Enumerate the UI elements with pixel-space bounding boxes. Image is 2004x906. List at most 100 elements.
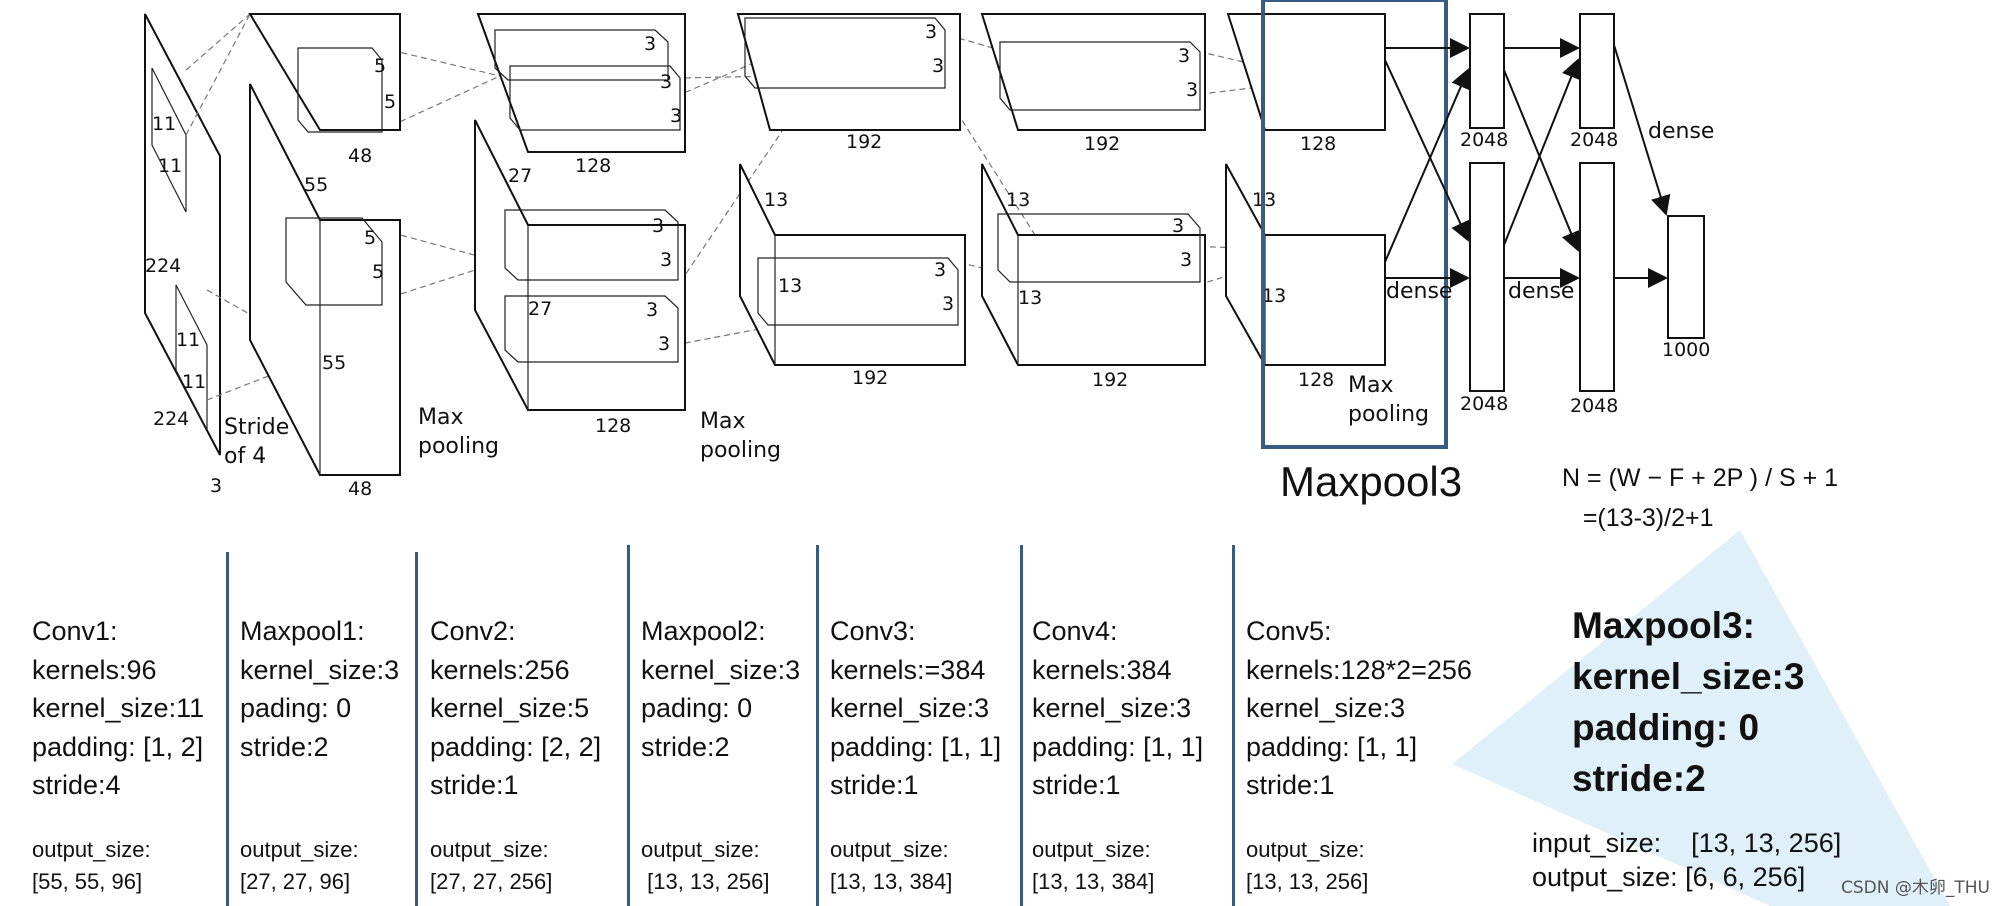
dense-layers: 2048 2048 2048 2048 1000 dense dense den…: [1386, 13, 1714, 417]
arrows: [1384, 38, 1671, 288]
dim-label: 13: [1018, 287, 1042, 309]
pool-label: Max: [1348, 373, 1393, 398]
output-size-label: output_size:: [430, 837, 549, 862]
layer-name: Conv1:: [32, 616, 118, 646]
layer-name: Conv2:: [430, 616, 516, 646]
alexnet-diagram: 11 11 11 11 224 224 3 Stride of 4: [144, 0, 1714, 500]
layer-param: stride:1: [830, 770, 919, 800]
fc-label: 2048: [1460, 393, 1508, 415]
dim-label: 55: [322, 352, 346, 374]
dim-label: 13: [1262, 285, 1286, 307]
layer-param: stride:1: [1032, 770, 1121, 800]
depth-label: 192: [1092, 369, 1128, 391]
layer-param: stride:2: [641, 731, 730, 762]
kernel-label: 3: [660, 71, 672, 93]
kernel-label: 5: [374, 55, 386, 77]
layer-param: padding: [1, 1]: [830, 731, 1002, 762]
maxpool3-detail: Maxpool3: kernel_size:3 padding: 0 strid…: [1572, 600, 1804, 804]
dim-label: 224: [153, 408, 189, 430]
fc-label: 2048: [1570, 129, 1618, 151]
layer-param: padding: [1, 2]: [32, 731, 204, 762]
layer-name: Conv3:: [830, 616, 916, 646]
depth-label: 128: [1300, 133, 1336, 155]
depth-label: 128: [575, 155, 611, 177]
kernel-label: 5: [372, 261, 384, 283]
dense-label: dense: [1508, 279, 1574, 304]
kernel-label: 3: [644, 33, 656, 55]
layer-param: stride:1: [430, 770, 519, 800]
kernel-label: 11: [152, 113, 176, 135]
conv5-output: 128 13 13 128: [1225, 13, 1386, 391]
formula-line: N = (W − F + 2P ) / S + 1: [1562, 464, 1839, 492]
output-size-value: [27, 27, 256]: [430, 869, 553, 894]
layer-param: kernels:96: [32, 654, 157, 685]
dim-label: 13: [1006, 189, 1030, 211]
layer-param: kernel_size:3: [1246, 693, 1406, 723]
layer-param: kernels:=384: [830, 654, 986, 685]
layer-name: Conv4:: [1032, 616, 1118, 646]
kernel-label: 11: [182, 371, 206, 393]
output-size-label: output_size:: [830, 837, 949, 862]
layer-param: padding: [2, 2]: [430, 731, 602, 762]
depth-label: 128: [595, 415, 631, 437]
kernel-label: 3: [934, 259, 946, 281]
column-divider: [415, 552, 418, 906]
output-size-label: output_size:: [1532, 862, 1678, 892]
kernel-label: 11: [158, 155, 182, 177]
output-size-label: output_size:: [1032, 837, 1151, 862]
layer-param: stride:4: [32, 770, 121, 800]
kernel-label: 5: [384, 91, 396, 113]
layer-param: kernel_size:3: [1032, 693, 1192, 723]
output-size-value: [27, 27, 96]: [240, 869, 351, 894]
output-size-value: [13, 13, 384]: [1032, 869, 1155, 894]
layer-output: output_size:[13, 13, 256]: [1246, 834, 1368, 898]
layer-param: kernels:384: [1032, 654, 1172, 685]
layer-column: Conv1: kernels:96 kernel_size:11 padding: […: [32, 612, 205, 894]
column-divider: [226, 552, 229, 906]
pool-label: pooling: [700, 438, 781, 463]
input-volume: 11 11 11 11 224 224 3 Stride of 4: [144, 13, 289, 497]
depth-label: 48: [348, 145, 372, 167]
kernel-label: 3: [660, 249, 672, 271]
kernel-label: 3: [942, 293, 954, 315]
layer-param: [240, 766, 399, 805]
input-size-label: input_size:: [1532, 828, 1662, 858]
depth-label: 48: [348, 478, 372, 500]
kernel-label: 3: [646, 299, 658, 321]
maxpool3-padding: padding: 0: [1572, 707, 1760, 748]
layer-param: padding: [1, 1]: [1032, 731, 1204, 762]
column-divider: [627, 545, 630, 906]
layer-name: Maxpool1:: [240, 616, 365, 646]
kernel-label: 3: [1178, 45, 1190, 67]
fc-label: 2048: [1460, 129, 1508, 151]
output-size-value: [6, 6, 256]: [1685, 862, 1806, 892]
maxpool3-highlight: [1261, 0, 1448, 449]
dim-label: 13: [778, 275, 802, 297]
maxpool3-detail-title: Maxpool3:: [1572, 605, 1755, 646]
conv3-output: 3 3 3 3 192 13 13 192: [736, 13, 966, 389]
layer-param: kernel_size:11: [32, 693, 205, 723]
pool-label: Max: [418, 405, 463, 430]
kernel-label: 3: [652, 215, 664, 237]
maxpool3-title: Maxpool3: [1280, 458, 1463, 505]
output-size-label: output_size:: [32, 837, 151, 862]
column-divider: [816, 545, 819, 906]
output-size-label: output_size:: [641, 837, 760, 862]
kernel-label: 3: [1186, 79, 1198, 101]
output-size-label: output_size:: [240, 837, 359, 862]
conv1-output: 5 5 5 5 48 55 55 48: [248, 13, 401, 500]
dim-label: 13: [764, 189, 788, 211]
dim-label: 3: [210, 475, 222, 497]
layer-param: stride:2: [240, 731, 329, 762]
pool-label: pooling: [418, 434, 499, 459]
layer-param: kernels:128*2=256: [1246, 654, 1472, 685]
layer-output: output_size: [27, 27, 96]: [240, 834, 359, 898]
output-size-value: [13, 13, 256]: [1246, 869, 1369, 894]
conv4-output: 3 3 3 3 192 13 13 192: [980, 13, 1206, 391]
layer-output: output_size: [27, 27, 256]: [430, 834, 552, 898]
layer-param: kernels:256: [430, 654, 570, 685]
dim-label: 27: [508, 165, 532, 187]
